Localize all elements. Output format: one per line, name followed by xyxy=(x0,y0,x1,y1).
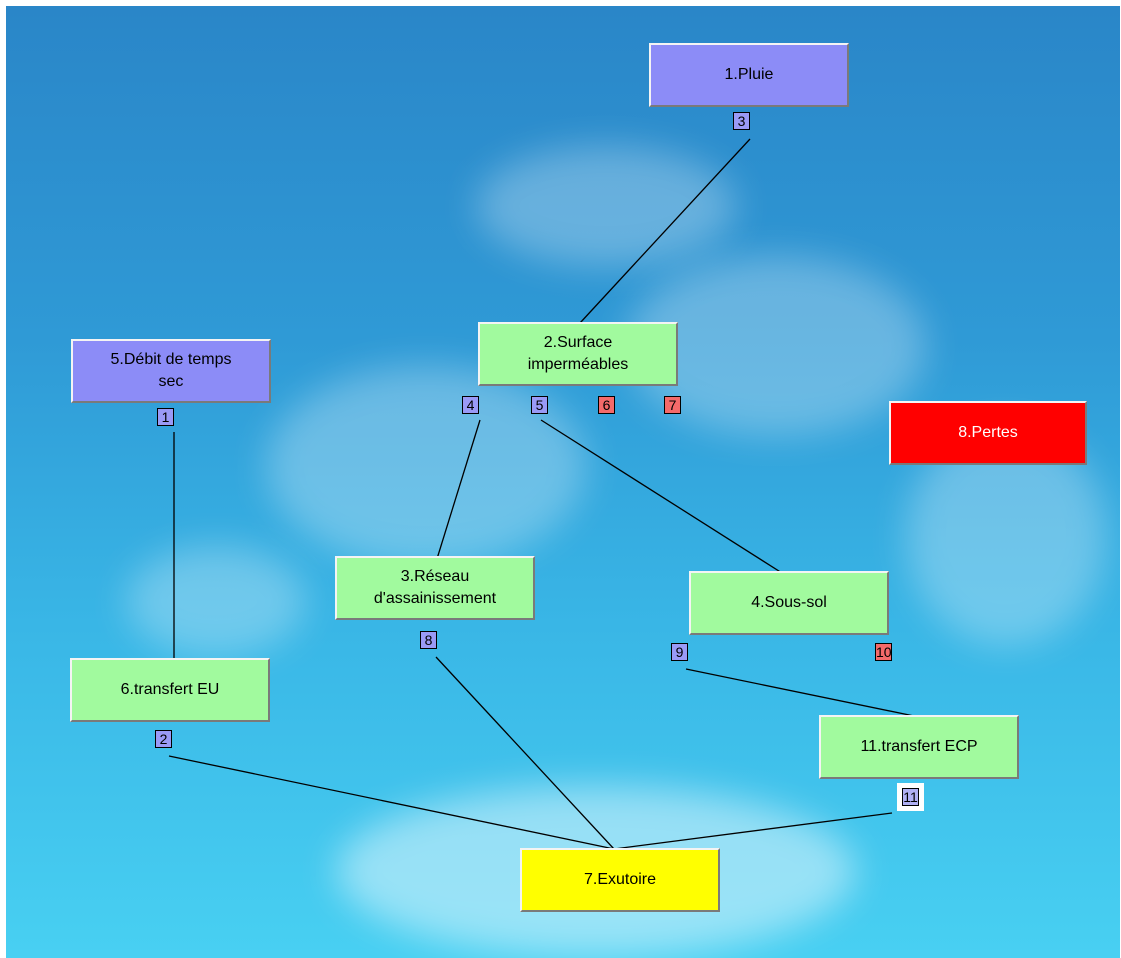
port-11[interactable]: 11 xyxy=(902,788,919,806)
port-8[interactable]: 8 xyxy=(420,631,437,649)
link-transfert-ecp-exutoire xyxy=(613,812,893,850)
port-4[interactable]: 4 xyxy=(462,396,479,414)
cloud-decoration xyxy=(126,546,306,656)
link-surface-soussol xyxy=(540,419,783,574)
port-5[interactable]: 5 xyxy=(531,396,548,414)
port-3[interactable]: 3 xyxy=(733,112,750,130)
node-pertes[interactable]: 8.Pertes xyxy=(889,401,1087,465)
port-10[interactable]: 10 xyxy=(875,643,892,661)
node-transfert-eu[interactable]: 6.transfert EU xyxy=(70,658,270,722)
port-1[interactable]: 1 xyxy=(157,408,174,426)
connection-lines xyxy=(168,138,915,850)
port-9[interactable]: 9 xyxy=(671,643,688,661)
node-debit-temps-sec[interactable]: 5.Débit de temps sec xyxy=(71,339,271,403)
port-7[interactable]: 7 xyxy=(664,396,681,414)
port-6[interactable]: 6 xyxy=(598,396,615,414)
node-transfert-ecp[interactable]: 11.transfert ECP xyxy=(819,715,1019,779)
diagram-canvas: 1.Pluie 3 2.Surface imperméables 4 5 6 7… xyxy=(6,6,1120,958)
node-reseau-assainissement[interactable]: 3.Réseau d'assainissement xyxy=(335,556,535,620)
node-exutoire[interactable]: 7.Exutoire xyxy=(520,848,720,912)
link-surface-reseau xyxy=(435,419,481,563)
cloud-decoration xyxy=(476,146,736,266)
node-pluie[interactable]: 1.Pluie xyxy=(649,43,849,107)
link-soussol-transfert-ecp xyxy=(685,668,915,717)
port-2[interactable]: 2 xyxy=(155,730,172,748)
link-transfert-eu-exutoire xyxy=(168,755,615,850)
link-pluie-surface xyxy=(579,138,751,324)
node-sous-sol[interactable]: 4.Sous-sol xyxy=(689,571,889,635)
link-reseau-exutoire xyxy=(435,656,615,850)
node-surface-impermeables[interactable]: 2.Surface imperméables xyxy=(478,322,678,386)
